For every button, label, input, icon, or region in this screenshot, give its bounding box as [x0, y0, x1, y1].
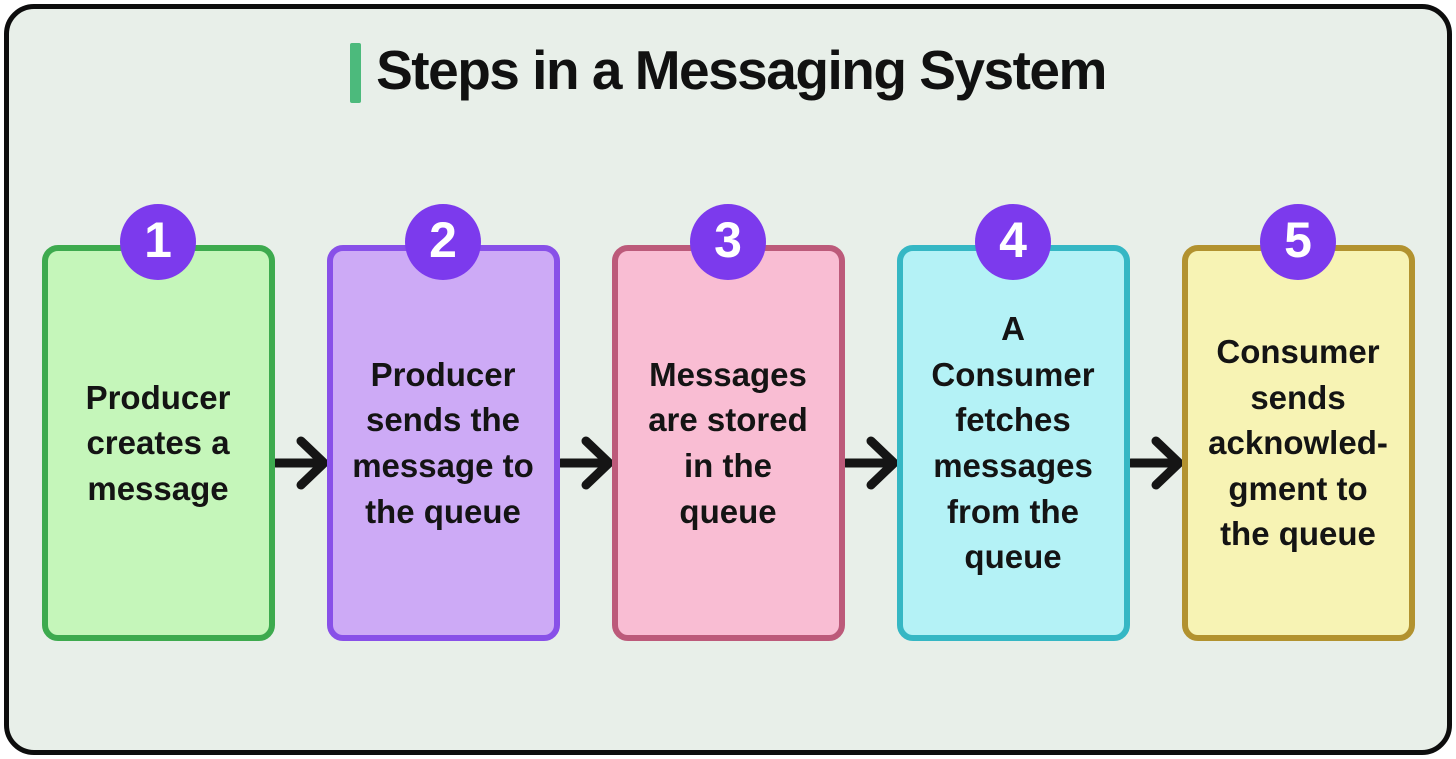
flow-arrow-icon [274, 435, 327, 491]
step-text: Producer sends the message to the queue [352, 355, 534, 530]
flow-arrow-icon [1129, 435, 1182, 491]
step-number-badge: 3 [690, 204, 766, 280]
step-text: A Consumer fetches messages from the que… [931, 310, 1095, 576]
step-card-2: 2 Producer sends the message to the queu… [326, 204, 560, 641]
flow-arrow-icon [559, 435, 612, 491]
step-number-badge: 5 [1260, 204, 1336, 280]
steps-row: 1 Producer creates a message 2 Producer … [9, 204, 1447, 641]
step-text: Consumer sends acknowled- gment to the q… [1208, 333, 1388, 553]
page-title: Steps in a Messaging System [376, 38, 1107, 101]
title-row: Steps in a Messaging System [9, 42, 1447, 104]
flow-arrow-icon [844, 435, 897, 491]
step-number-badge: 4 [975, 204, 1051, 280]
step-text: Producer creates a message [85, 378, 231, 507]
step-text: Messages are stored in the queue [648, 355, 808, 530]
title-accent-bar [350, 43, 362, 103]
step-card-5: 5 Consumer sends acknowled- gment to the… [1181, 204, 1415, 641]
step-card-3: 3 Messages are stored in the queue [611, 204, 845, 641]
step-card-1: 1 Producer creates a message [41, 204, 275, 641]
step-number-badge: 1 [120, 204, 196, 280]
diagram-canvas: Steps in a Messaging System 1 Producer c… [4, 4, 1452, 755]
step-number-badge: 2 [405, 204, 481, 280]
step-card-4: 4 A Consumer fetches messages from the q… [896, 204, 1130, 641]
